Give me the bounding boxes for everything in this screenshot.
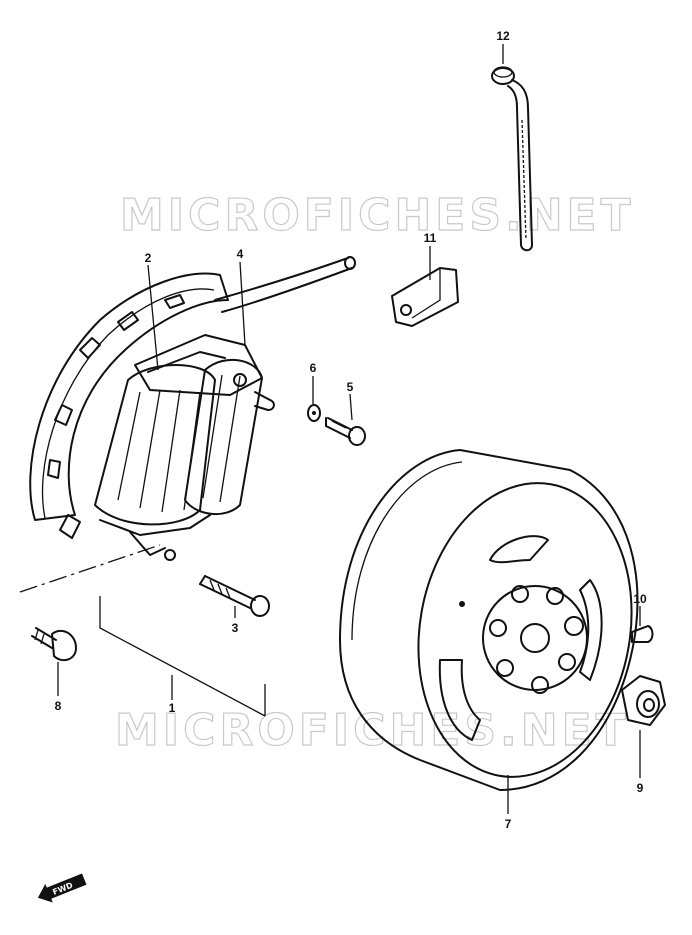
woodruff-key-part bbox=[631, 625, 654, 643]
callout-6: 6 bbox=[310, 361, 317, 375]
forward-direction-arrow: FWD bbox=[37, 873, 87, 903]
callout-5: 5 bbox=[347, 380, 354, 394]
watermark-top: MICROFICHES.NET bbox=[120, 190, 635, 241]
washer-part bbox=[307, 404, 321, 422]
screw-part-5 bbox=[325, 417, 366, 446]
callout-8: 8 bbox=[55, 699, 62, 713]
cable-tie-part bbox=[491, 66, 533, 252]
callout-11: 11 bbox=[424, 231, 437, 245]
callout-3: 3 bbox=[232, 621, 239, 635]
callout-4: 4 bbox=[237, 247, 244, 261]
screw-part-3 bbox=[199, 575, 270, 617]
leader-lines bbox=[57, 44, 641, 814]
watermark-bottom: MICROFICHES.NET bbox=[115, 705, 630, 756]
assembly-bracket-1 bbox=[99, 596, 266, 717]
nut-part-9 bbox=[621, 675, 666, 726]
bolt-part-8 bbox=[31, 627, 77, 662]
stator-assembly bbox=[19, 256, 356, 593]
callout-12: 12 bbox=[496, 29, 510, 43]
callout-10: 10 bbox=[633, 592, 647, 606]
callout-9: 9 bbox=[637, 781, 644, 795]
callout-1: 1 bbox=[169, 701, 176, 715]
rotor-flywheel-part bbox=[339, 449, 639, 791]
clamp-plate-part bbox=[391, 267, 459, 327]
forward-label: FWD bbox=[51, 881, 74, 897]
callout-2: 2 bbox=[145, 251, 152, 265]
callout-7: 7 bbox=[505, 817, 512, 831]
